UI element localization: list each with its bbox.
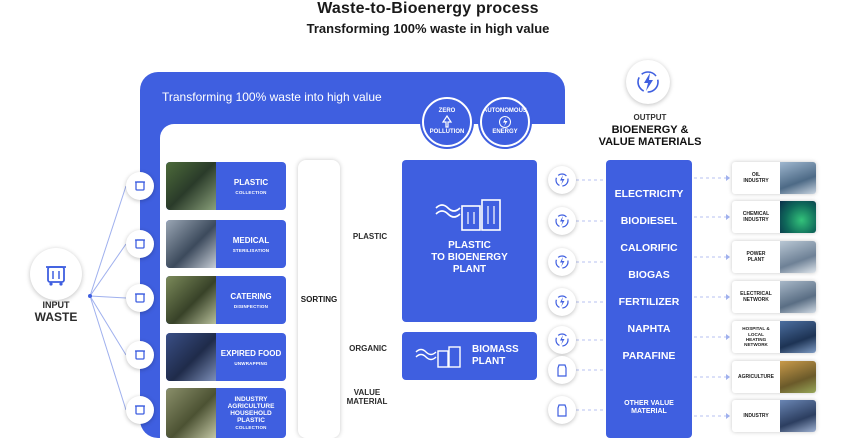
input-waste-label: INPUT WASTE [18, 300, 94, 323]
energy-cycle-icon [548, 326, 576, 354]
category-medical: MEDICAL STERILISATION [166, 220, 286, 268]
category-sub: UNWRAPPING [234, 360, 268, 366]
category-photo [166, 333, 216, 381]
plant-label: BIOMASS PLANT [472, 344, 519, 367]
energy-cycle-icon [548, 166, 576, 194]
energy-cycle-icon [548, 207, 576, 235]
industry-label: ELECTRICAL NETWORK [740, 291, 772, 303]
product-fertilizer: FERTILIZER [618, 296, 680, 308]
plant-label: PLASTIC TO BIOENERGY PLANT [431, 240, 508, 275]
industry-photo [780, 162, 816, 194]
category-sub: COLLECTION [235, 425, 267, 430]
category-title: EXPIRED FOOD [220, 348, 282, 358]
bin-icon [126, 230, 154, 258]
category-photo [166, 388, 216, 438]
badge-line: POLLUTION [429, 129, 465, 135]
bin-icon [126, 341, 154, 369]
product-biogas: BIOGAS [628, 269, 670, 281]
bin-icon [126, 396, 154, 424]
industry-label: AGRICULTURE [737, 374, 774, 380]
factory-icon [434, 199, 501, 231]
industry-photo [780, 400, 816, 432]
industry-industry: INDUSTRY [732, 400, 816, 432]
page-subtitle: Transforming 100% waste in high value [306, 21, 550, 36]
output-big-label: BIOENERGY & VALUE MATERIALS [598, 124, 702, 148]
product-calorific: CALORIFIC [620, 242, 678, 254]
plastic-to-bioenergy-plant: PLASTIC TO BIOENERGY PLANT [402, 160, 537, 322]
badge-line: AUTONOMOUS [483, 108, 527, 114]
product-parafine: PARAFINE [622, 350, 676, 362]
output-small-label: OUTPUT [633, 113, 667, 122]
category-title: MEDICAL [232, 235, 270, 245]
badge-line: ZERO [438, 108, 456, 114]
industry-power-plant: POWER PLANT [732, 241, 816, 273]
flow-label-plastic: PLASTIC [352, 232, 388, 241]
bin-icon [126, 284, 154, 312]
waste-bin-icon [46, 266, 66, 286]
category-title: INDUSTRY AGRICULTURE HOUSEHOLD PLASTIC [227, 396, 275, 424]
panel-caption: Transforming 100% waste into high value [162, 90, 382, 104]
industry-hospital-heating: HOSPITAL & LOCAL HEATING NETWORK [732, 321, 816, 353]
industry-label: OIL INDUSTRY [743, 172, 769, 184]
fertilizer-bag-icon [548, 356, 576, 384]
industry-label: CHEMICAL INDUSTRY [742, 211, 770, 223]
industry-label: INDUSTRY [743, 413, 769, 419]
category-title: PLASTIC [233, 177, 269, 187]
industry-photo [780, 241, 816, 273]
flow-label-organic: ORGANIC [349, 344, 387, 353]
biomass-plant: BIOMASS PLANT [402, 332, 537, 380]
industry-label: HOSPITAL & LOCAL HEATING NETWORK [742, 326, 770, 348]
industry-photo [780, 321, 816, 353]
category-sub: STERILISATION [232, 247, 270, 253]
category-photo [166, 276, 216, 324]
input-line2: WASTE [34, 310, 78, 324]
output-heading: OUTPUT BIOENERGY & VALUE MATERIALS [590, 112, 710, 148]
industry-photo [780, 201, 816, 233]
product-electricity: ELECTRICITY [614, 188, 684, 200]
industry-label: POWER PLANT [746, 251, 766, 263]
input-line1: INPUT [42, 300, 70, 310]
biomass-factory-icon [415, 346, 461, 368]
industry-photo [780, 361, 816, 393]
product-other-value-material: OTHER VALUE MATERIAL [624, 400, 674, 415]
energy-cycle-icon [548, 288, 576, 316]
industry-oil: OIL INDUSTRY [732, 162, 816, 194]
category-expired-food: EXPIRED FOOD UNWRAPPING [166, 333, 286, 381]
product-biodiesel: BIODIESEL [620, 215, 678, 227]
sorting-stage: SORTING [298, 160, 340, 438]
zero-pollution-badge: ZERO POLLUTION [422, 97, 472, 147]
lightning-cycle-icon [499, 116, 511, 128]
recycle-tree-icon [441, 115, 453, 128]
industry-agriculture: AGRICULTURE [732, 361, 816, 393]
category-plastic: PLASTIC COLLECTION [166, 162, 286, 210]
product-naphta: NAPHTA [627, 323, 671, 335]
category-photo [166, 220, 216, 268]
industry-electrical-network: ELECTRICAL NETWORK [732, 281, 816, 313]
category-photo [166, 162, 216, 210]
badge-line: ENERGY [492, 129, 518, 135]
category-sub: COLLECTION [235, 189, 267, 195]
page-title: Waste-to-Bioenergy process [317, 0, 539, 17]
industry-photo [780, 281, 816, 313]
category-catering: CATERING DISINFECTION [166, 276, 286, 324]
flow-label-value-material: VALUE MATERIAL [346, 388, 388, 406]
output-energy-icon [626, 60, 670, 104]
autonomous-energy-badge: AUTONOMOUS ENERGY [480, 97, 530, 147]
input-waste-node [30, 248, 82, 300]
category-title: CATERING [230, 291, 272, 301]
material-bag-icon [548, 396, 576, 424]
industry-chemical: CHEMICAL INDUSTRY [732, 201, 816, 233]
category-sub: DISINFECTION [233, 303, 269, 309]
products-column [606, 160, 692, 438]
energy-cycle-icon [548, 248, 576, 276]
bin-icon [126, 172, 154, 200]
